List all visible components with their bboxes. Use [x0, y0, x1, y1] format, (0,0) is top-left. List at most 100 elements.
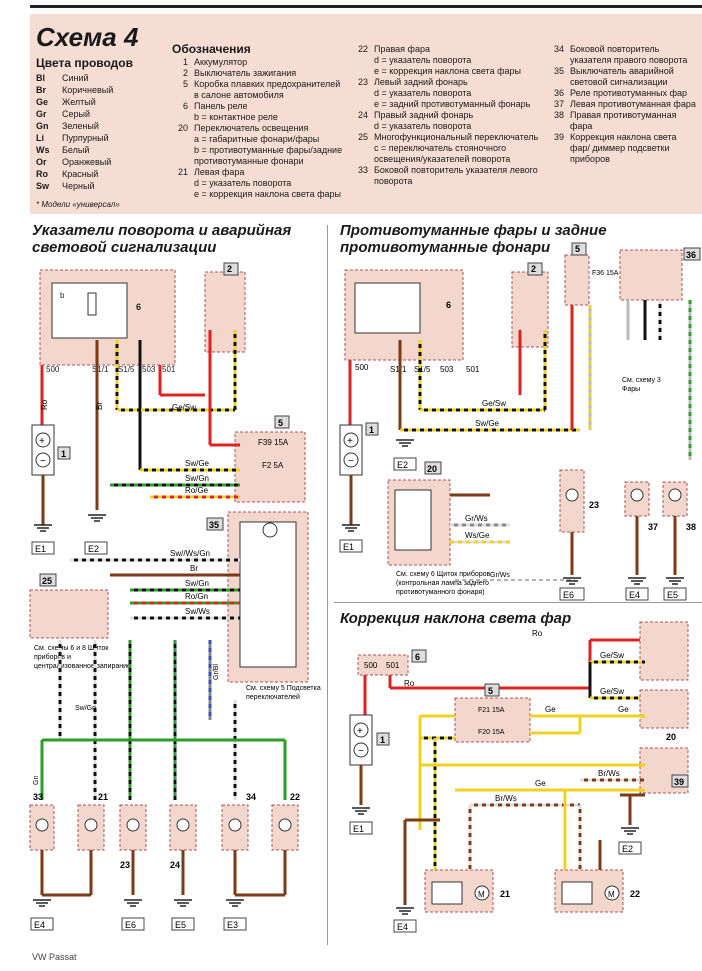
svg-text:Ro: Ro: [404, 679, 415, 688]
designation-item: 34 Боковой повторитель указателя правого …: [548, 44, 698, 66]
designation-text: Реле противотуманных фар: [570, 88, 688, 98]
designation-text: b = контактное реле: [194, 112, 278, 122]
designation-text: Боковой повторитель указателя правого по…: [570, 44, 688, 65]
designation-text: Левый задний фонарь: [374, 77, 468, 87]
wire-color-code: Bl: [36, 73, 45, 83]
designation-number: 5: [182, 79, 188, 89]
designation-item: 5 Коробка плавких предохранителей в салон…: [172, 79, 347, 101]
svg-text:E2: E2: [622, 844, 633, 854]
svg-text:−: −: [348, 456, 354, 467]
wire-label-br-hazard: Br: [190, 564, 198, 573]
designation-item: b = противотуманные фары/задние противот…: [172, 145, 347, 167]
svg-text:Gr/Ws: Gr/Ws: [490, 572, 510, 579]
designation-number: 2: [182, 68, 188, 78]
svg-text:2: 2: [531, 264, 536, 274]
svg-text:22: 22: [630, 889, 640, 899]
terminal-500-label: 500: [46, 365, 60, 374]
designation-number: 36: [553, 88, 564, 98]
svg-text:21: 21: [98, 792, 108, 802]
designation-text: Переключатель освещения: [194, 123, 309, 133]
wire-label-roge: Ro/Ge: [185, 486, 209, 495]
designation-text: Правый задний фонарь: [374, 110, 474, 120]
section-leveling-title: Коррекция наклона света фар: [340, 610, 572, 627]
wire-label-swge: Sw/Ge: [185, 459, 210, 468]
wire-label-swgn-3: Sw/Gn: [75, 705, 96, 712]
ignition-switch-2-leveling: [639, 621, 689, 681]
svg-text:M: M: [478, 890, 485, 899]
designation-number: 25: [357, 132, 368, 142]
designation-text: e = задний противотуманный фонарь: [374, 99, 531, 109]
fuse-f20-label: F20 15A: [478, 729, 505, 736]
svg-text:20: 20: [427, 464, 437, 474]
wire-label-swwsgn: Sw//Ws/Gn: [170, 549, 210, 558]
wire-label-gn: Gn: [33, 776, 40, 785]
svg-text:35: 35: [209, 520, 219, 530]
terminal-501-label: 501: [162, 365, 176, 374]
designation-item: e = коррекция наклона света фары: [352, 66, 542, 77]
designation-text: Коробка плавких предохранителей в салоне…: [194, 79, 341, 100]
svg-text:5: 5: [278, 418, 283, 428]
section-turn-signals-title: Указатели поворота и аварийная световой …: [32, 222, 292, 256]
designation-text: b = противотуманные фары/задние противот…: [194, 145, 343, 166]
svg-text:−: −: [358, 746, 364, 757]
svg-text:34: 34: [246, 792, 256, 802]
ground-e1-left: E1: [35, 544, 46, 554]
wire-color-name: Коричневый: [62, 85, 114, 95]
designation-text: Правая фара: [374, 44, 430, 54]
designation-text: Выключатель аварийной световой сигнализа…: [570, 66, 674, 87]
designation-number: 1: [182, 57, 188, 67]
svg-text:22: 22: [290, 792, 300, 802]
estate-note: * Модели «универсал»: [36, 200, 120, 209]
wire-label-ro: Ro: [40, 399, 49, 410]
svg-text:39: 39: [674, 777, 684, 787]
svg-text:2: 2: [227, 264, 232, 274]
wire-color-code: Or: [36, 157, 47, 167]
light-switch-20-leveling: [639, 689, 689, 729]
designation-text: Выключатель зажигания: [194, 68, 297, 78]
designations-title: Обозначения: [172, 42, 251, 56]
svg-text:1: 1: [369, 425, 374, 435]
ground-e2-left: E2: [88, 544, 99, 554]
designation-text: Коррекция наклона света фар/ диммер подс…: [570, 132, 677, 164]
top-rule: [30, 5, 702, 8]
designation-number: 33: [357, 165, 368, 175]
svg-text:1: 1: [61, 449, 66, 459]
svg-text:33: 33: [33, 792, 43, 802]
wire-colors-title: Цвета проводов: [36, 56, 134, 70]
designation-number: 34: [553, 44, 564, 54]
designation-text: d = указатель поворота: [374, 121, 472, 131]
wire-color-name: Оранжевый: [62, 157, 112, 167]
designation-item: 2 Выключатель зажигания: [172, 68, 347, 79]
svg-text:Ge: Ge: [535, 779, 546, 788]
svg-text:37: 37: [648, 522, 658, 532]
designation-item: e = задний противотуманный фонарь: [352, 99, 542, 110]
designation-item: d = указатель поворота: [352, 88, 542, 99]
wire-label-grbl: Gr/Bl: [213, 664, 220, 680]
wire-color-code: Ws: [36, 145, 50, 155]
wire-label-br: Br: [95, 402, 104, 410]
designation-text: d = указатель поворота: [374, 55, 472, 65]
wire-color-code: Li: [36, 133, 44, 143]
svg-text:500: 500: [355, 363, 369, 372]
designation-number: 24: [357, 110, 368, 120]
designation-item: d = указатель поворота: [352, 55, 542, 66]
svg-text:25: 25: [42, 576, 52, 586]
ground-e5-left: E5: [175, 920, 186, 930]
diagram-title: Схема 4: [36, 22, 139, 52]
fuse-f2-label: F2 5A: [262, 461, 284, 470]
svg-text:36: 36: [686, 250, 696, 260]
svg-text:23: 23: [120, 860, 130, 870]
svg-text:E4: E4: [629, 590, 640, 600]
designation-text: c = переключатель стояночного освещения/…: [374, 143, 511, 164]
designation-text: Левая противотуманная фара: [570, 99, 696, 109]
wire-label-swgn-2: Sw/Gn: [185, 579, 209, 588]
